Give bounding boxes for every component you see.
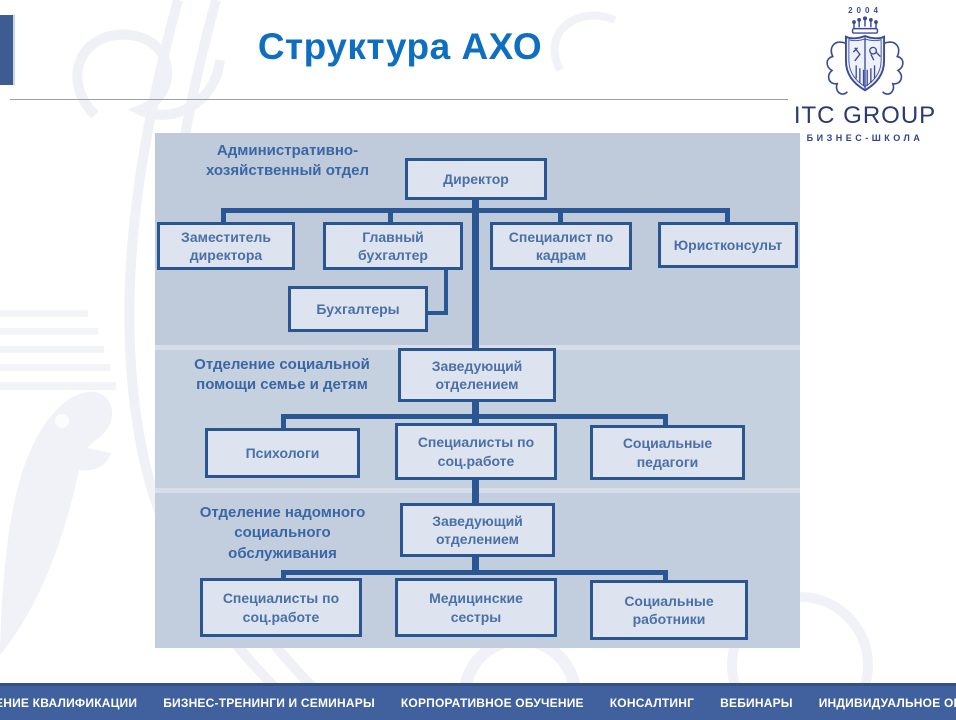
footer-item-webinars: ВЕБИНАРЫ: [720, 696, 793, 710]
footer-bar: ПОВЫШЕНИЕ КВАЛИФИКАЦИИ БИЗНЕС-ТРЕНИНГИ И…: [0, 683, 956, 720]
page-title: Структура АХО: [257, 26, 543, 67]
accent-bar: [0, 15, 15, 85]
itc-crest-icon: [826, 16, 904, 95]
section-label-home-care: Отделение надомного социального обслужив…: [199, 504, 366, 562]
footer-item-individual: ИНДИВИДУАЛЬНОЕ ОБУЧЕНИЕ: [818, 696, 956, 710]
section-label-admin: Административно- хозяйственный отдел: [205, 142, 370, 180]
connector-line: [221, 208, 226, 223]
org-node-legal-adviser: Юристконсульт: [658, 222, 798, 268]
section-label-social-family: Отделение социальной помощи семье и детя…: [194, 356, 370, 394]
org-node-chief-accountant: Главный бухгалтер: [323, 222, 463, 270]
org-node-hr-specialist: Специалист по кадрам: [490, 222, 632, 270]
connector-line: [558, 208, 563, 223]
title-divider: [10, 99, 788, 100]
org-node-director: Директор: [405, 158, 547, 200]
org-node-nurses: Медицинские сестры: [395, 578, 557, 637]
connector-line: [388, 208, 393, 223]
org-node-social-work-specialists-1: Специалисты по соц.работе: [395, 423, 557, 480]
org-node-accountants: Бухгалтеры: [288, 286, 428, 332]
connector-line: [444, 270, 448, 315]
connector-line: [281, 414, 668, 419]
org-node-head-social-family: Заведующий отделением: [398, 348, 556, 402]
connector-line: [472, 557, 479, 575]
connector-line: [725, 208, 730, 223]
connector-line: [663, 414, 668, 428]
org-node-psychologists: Психологи: [205, 428, 360, 478]
footer-item-qualification: ПОВЫШЕНИЕ КВАЛИФИКАЦИИ: [0, 696, 138, 710]
footer-item-corporate: КОРПОРАТИВНОЕ ОБУЧЕНИЕ: [400, 696, 584, 710]
org-node-social-workers: Социальные работники: [590, 580, 748, 640]
org-node-social-pedagogues: Социальные педагоги: [590, 425, 745, 480]
connector-line: [281, 414, 286, 428]
org-node-deputy-director: Заместитель директора: [157, 222, 295, 270]
connector-line: [663, 570, 668, 583]
logo-year: 2004: [848, 6, 882, 15]
footer-item-trainings: БИЗНЕС-ТРЕНИНГИ И СЕМИНАРЫ: [163, 696, 375, 710]
itc-group-logo: 2004 ITC GROUP БИЗ: [780, 6, 950, 143]
logo-name: ITC GROUP: [793, 102, 937, 129]
connector-line: [281, 570, 286, 581]
connector-line: [281, 570, 668, 575]
org-chart: Административно- хозяйственный отдел Отд…: [155, 133, 800, 648]
org-node-head-home-care: Заведующий отделением: [400, 503, 555, 557]
logo-subtitle: БИЗНЕС-ШКОЛА: [806, 133, 924, 143]
connector-line: [426, 311, 448, 315]
connector-line: [221, 208, 730, 213]
org-node-social-work-specialists-2: Специалисты по соц.работе: [200, 578, 362, 637]
footer-item-consulting: КОНСАЛТИНГ: [609, 696, 695, 710]
